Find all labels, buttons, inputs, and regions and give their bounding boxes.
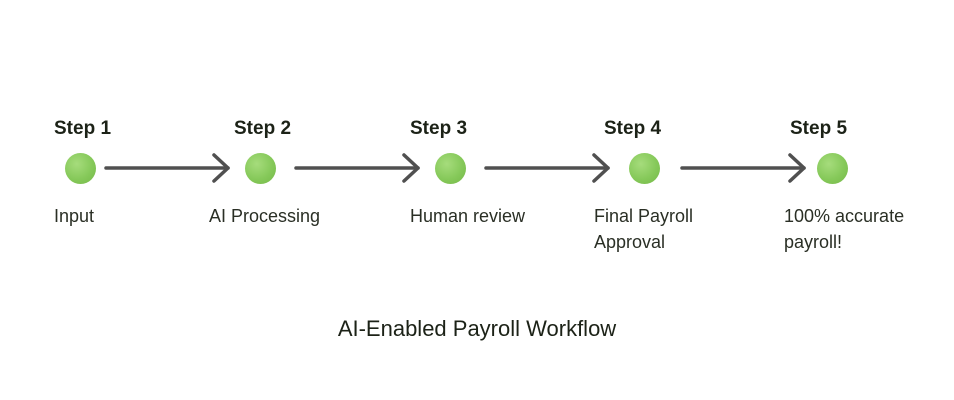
arrow-step-2-to-3 (294, 153, 420, 183)
step-3-title: Step 3 (410, 118, 468, 139)
step-1-node (65, 153, 96, 184)
arrow-step-1-to-2 (104, 153, 230, 183)
step-1-description-line: Input (54, 206, 95, 226)
step-5-node (817, 153, 848, 184)
step-3-description-line: Human review (410, 206, 526, 226)
step-5-description: 100% accurate payroll! (784, 203, 904, 255)
step-2-description: AI Processing (209, 203, 320, 229)
step-1-description: Input (54, 203, 94, 229)
step-4-node (629, 153, 660, 184)
step-2-node (245, 153, 276, 184)
step-4-description: Final Payroll Approval (594, 203, 693, 255)
arrow-step-3-to-4 (484, 153, 610, 183)
step-5-title: Step 5 (790, 118, 848, 139)
step-2-description-line: AI Processing (209, 206, 321, 226)
step-2-title: Step 2 (234, 118, 292, 139)
step-3-node (435, 153, 466, 184)
step-4-description-line-1: Final Payroll (594, 206, 694, 226)
arrow-step-4-to-5 (680, 153, 806, 183)
step-3-description: Human review (410, 203, 525, 229)
workflow-title: AI-Enabled Payroll Workflow (337, 316, 617, 341)
step-5-description-line-1: 100% accurate (784, 206, 905, 226)
step-4-title: Step 4 (604, 118, 662, 139)
step-4-description-line-2: Approval (594, 232, 666, 252)
step-1-title: Step 1 (54, 118, 112, 139)
step-5-description-line-2: payroll! (784, 232, 843, 252)
